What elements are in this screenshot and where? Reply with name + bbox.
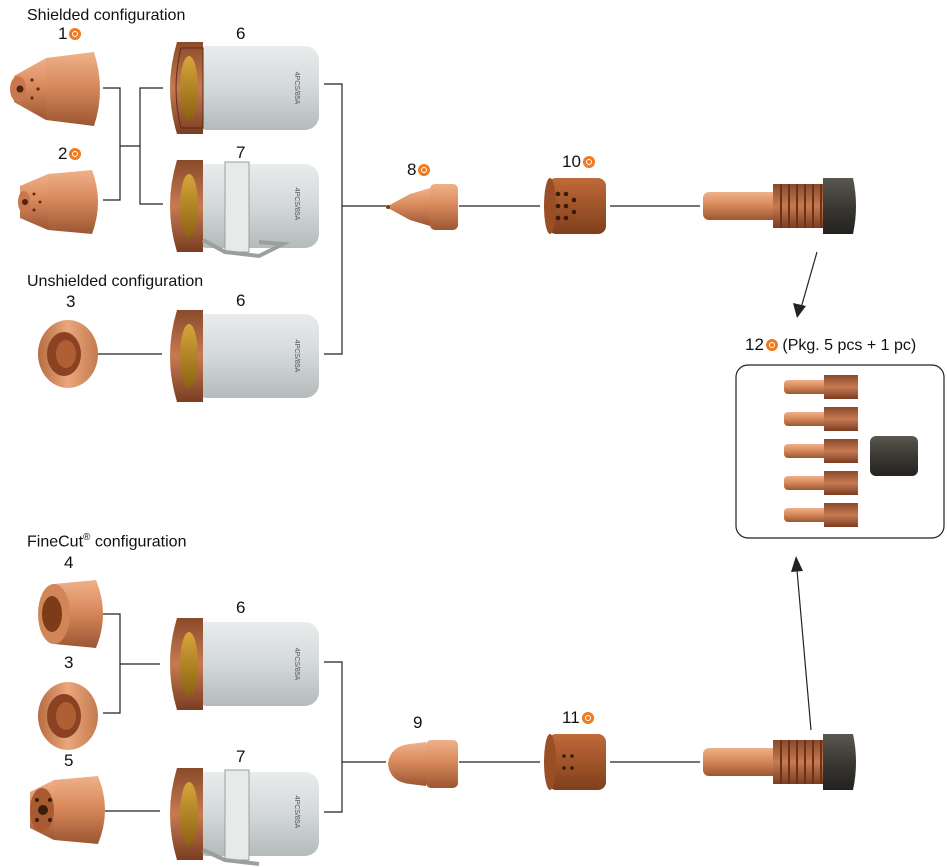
part-5-shield[interactable] [30,776,105,844]
callout-11: 11 [562,708,594,728]
section-title-unshielded: Unshielded configuration [27,273,204,290]
callout-12-package: 12 (Pkg. 5 pcs + 1 pc) [745,335,917,354]
section-title-shielded: Shielded configuration [27,7,186,24]
electrode-assembly-top[interactable] [703,178,856,234]
part-6-retaining-cap-unshielded[interactable]: 4PCS/85A [170,310,319,402]
part-8-nozzle[interactable] [386,184,458,230]
callout-1: 1 [58,24,82,44]
callout-8: 8 [407,160,431,180]
svg-text:4PCS/85A: 4PCS/85A [293,796,300,829]
callout-6: 6 [236,24,246,43]
part-3-deflector-finecut[interactable] [38,682,98,750]
part-7-retaining-cap-ohmic[interactable]: 4PCS/85A [170,160,319,259]
part-1-shield[interactable] [10,52,100,126]
callout-7: 7 [236,143,246,162]
callout-6-finecut: 6 [236,598,246,617]
svg-text:4PCS/85A: 4PCS/85A [293,188,300,221]
part-6-retaining-cap[interactable]: 4PCS/85A [170,42,319,134]
part-4-shield[interactable] [38,580,103,648]
consumable-badge-icon [581,712,594,724]
callout-4: 4 [64,553,74,572]
callout-10: 10 [562,152,595,172]
electrode-assembly-bottom[interactable] [703,734,856,790]
consumable-badge-icon [418,164,431,176]
callout-7-finecut: 7 [236,747,246,766]
callout-5: 5 [64,751,74,770]
part-6-retaining-cap-finecut[interactable]: 4PCS/85A [170,618,319,710]
part-7-retaining-cap-finecut[interactable]: 4PCS/85A [170,768,319,866]
consumable-badge-icon [69,28,82,40]
section-title-finecut: FineCut® configuration [27,532,187,551]
svg-text:4PCS/85A: 4PCS/85A [293,72,300,105]
svg-text:4PCS/85A: 4PCS/85A [293,648,300,681]
consumable-badge-icon [69,148,82,160]
part-9-nozzle[interactable] [388,740,458,788]
part-10-swirl-ring[interactable] [544,178,606,234]
package-electrodes [784,375,918,527]
callout-3: 3 [66,292,76,311]
arrow-down-head [793,303,806,318]
arrow-up-head [791,556,803,572]
callout-9: 9 [413,713,423,732]
callout-3-finecut: 3 [64,653,74,672]
consumable-badge-icon [765,339,778,351]
part-3-deflector[interactable] [38,320,98,388]
callout-2: 2 [58,144,82,164]
consumable-badge-icon [582,156,595,168]
part-2-shield[interactable] [18,170,98,234]
callout-6-unshielded: 6 [236,291,246,310]
svg-text:4PCS/85A: 4PCS/85A [293,340,300,373]
part-11-swirl-ring[interactable] [544,734,606,790]
